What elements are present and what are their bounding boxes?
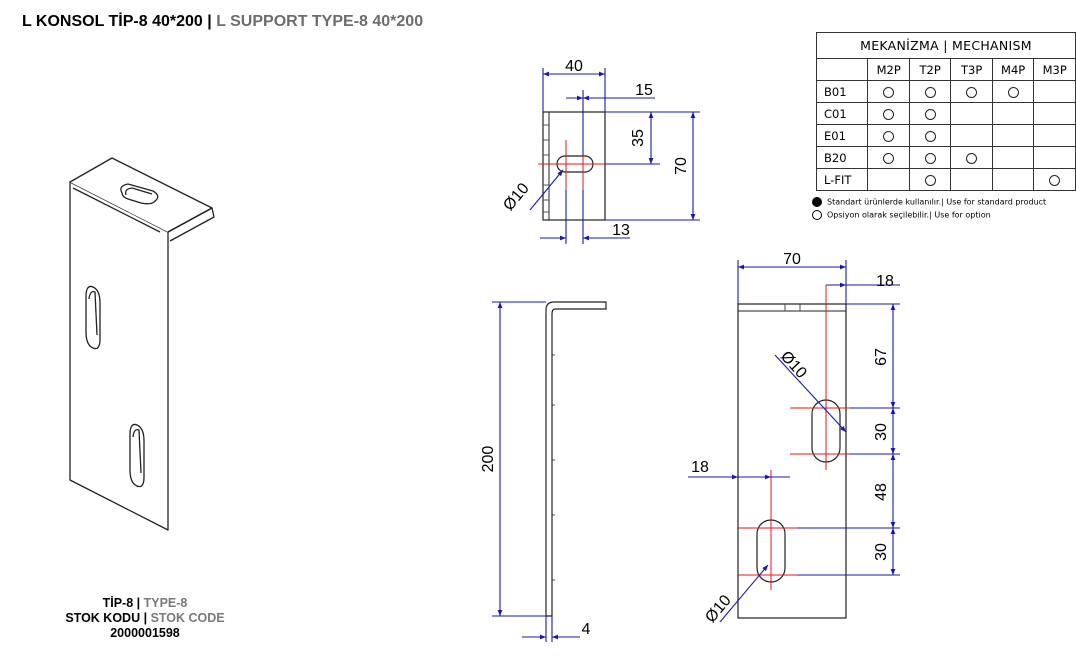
front-view-ticks xyxy=(784,304,801,311)
mechanism-row-c01: C01 xyxy=(815,102,1076,125)
option-circle-icon xyxy=(883,86,895,98)
option-circle-icon xyxy=(924,174,936,186)
dim-front-hole-lower: Ø10 xyxy=(702,592,735,626)
dim-top-hole: Ø10 xyxy=(500,180,533,214)
stock-info: TİP-8 | TYPE-8 STOK KODU | STOK CODE 200… xyxy=(40,596,250,641)
option-circle-icon xyxy=(883,152,895,164)
option-circle-icon xyxy=(883,130,895,142)
title-en: L SUPPORT TYPE-8 40*200 xyxy=(216,13,424,30)
iso-top-slot-inner xyxy=(124,187,153,196)
legend-option-text: Opsiyon olarak seçilebilir.| Use for opt… xyxy=(827,210,991,220)
side-view-dimensions xyxy=(492,301,580,642)
mechanism-row-label: B01 xyxy=(815,80,869,103)
front-view: 70 18 Ø10 67 30 48 30 18 Ø10 xyxy=(688,251,900,626)
option-circle-icon xyxy=(883,108,895,120)
iso-flange-edge xyxy=(167,207,215,242)
dim-top-height: 70 xyxy=(673,157,690,175)
iso-upper-slot xyxy=(85,285,101,350)
stock-code-value: 2000001598 xyxy=(110,626,180,640)
dim-side-thickness: 4 xyxy=(582,621,591,638)
page-title: L KONSOL TİP-8 40*200 | L SUPPORT TYPE-8… xyxy=(22,13,423,31)
option-circle-icon xyxy=(924,108,936,120)
dim-top-width: 40 xyxy=(565,58,583,75)
dim-top-slot-offset: 15 xyxy=(635,82,653,99)
mechanism-row-l-fit: L-FIT xyxy=(815,168,1076,191)
iso-upper-slot-inner xyxy=(88,291,98,336)
option-circle-icon xyxy=(924,152,936,164)
stock-code-label: STOK KODU | STOK CODE xyxy=(40,611,250,626)
mechanism-table: MEKANİZMA | MECHANISM M2P T2P T3P M4P M3… xyxy=(815,32,1076,191)
mechanism-cell xyxy=(908,168,952,191)
stock-type-tr: TİP-8 xyxy=(102,596,134,610)
top-view-dimensions xyxy=(529,68,700,244)
stock-type: TİP-8 | TYPE-8 xyxy=(40,596,250,611)
stock-separator: | xyxy=(133,596,144,610)
legend-option: Opsiyon olarak seçilebilir.| Use for opt… xyxy=(812,210,991,220)
iso-vertical-face xyxy=(69,181,169,531)
empty-circle-icon xyxy=(812,210,822,220)
stock-code-en: STOK CODE xyxy=(150,611,225,625)
iso-lower-slot xyxy=(129,423,145,488)
option-circle-icon xyxy=(966,152,978,164)
isometric-view xyxy=(69,157,215,531)
mechanism-cell xyxy=(950,146,993,169)
title-tr: L KONSOL TİP-8 40*200 xyxy=(22,13,203,30)
stock-code-tr: STOK KODU xyxy=(65,611,141,625)
stock-type-en: TYPE-8 xyxy=(143,596,188,610)
iso-top-slot xyxy=(120,183,159,205)
dim-front-48: 48 xyxy=(873,483,890,501)
title-separator: | xyxy=(202,13,217,30)
mechanism-row-b20: B20 xyxy=(815,146,1076,169)
dim-front-slot-offset-top: 18 xyxy=(876,273,894,290)
legend-standard: Standart ürünlerde kullanılır.| Use for … xyxy=(812,197,1046,207)
dim-side-height: 200 xyxy=(480,446,497,473)
legend-standard-text: Standart ürünlerde kullanılır.| Use for … xyxy=(827,197,1047,207)
side-view: 200 4 xyxy=(480,301,607,642)
mechanism-cell xyxy=(1033,168,1076,191)
filled-circle-icon xyxy=(812,197,822,207)
top-view: 40 15 35 70 Ø10 13 xyxy=(500,58,700,244)
option-circle-icon xyxy=(1049,174,1061,186)
dim-front-width: 70 xyxy=(783,251,801,268)
side-view-profile xyxy=(545,301,607,617)
front-view-dimensions xyxy=(688,260,900,623)
stock-separator: | xyxy=(140,611,151,625)
dim-top-slot-depth: 35 xyxy=(630,129,647,147)
dim-front-67: 67 xyxy=(873,348,890,366)
option-circle-icon xyxy=(924,130,936,142)
iso-lower-slot-inner xyxy=(132,429,142,474)
mechanism-row-label: L-FIT xyxy=(815,168,869,191)
iso-bend-line xyxy=(72,187,161,233)
mechanism-col-header: M4P xyxy=(991,58,1035,81)
front-view-centerlines xyxy=(738,285,850,590)
option-circle-icon xyxy=(1007,86,1019,98)
dim-front-30a: 30 xyxy=(873,423,890,441)
dim-top-bottom-offset: 13 xyxy=(612,222,630,239)
side-view-ticks xyxy=(552,354,555,581)
dim-front-30b: 30 xyxy=(873,543,890,561)
top-view-ticks xyxy=(543,124,549,213)
mechanism-cell xyxy=(950,168,993,191)
option-circle-icon xyxy=(966,86,978,98)
option-circle-icon xyxy=(924,86,936,98)
mechanism-row-b01: B01 xyxy=(815,80,1076,103)
dim-front-slot-offset-left: 18 xyxy=(691,459,709,476)
